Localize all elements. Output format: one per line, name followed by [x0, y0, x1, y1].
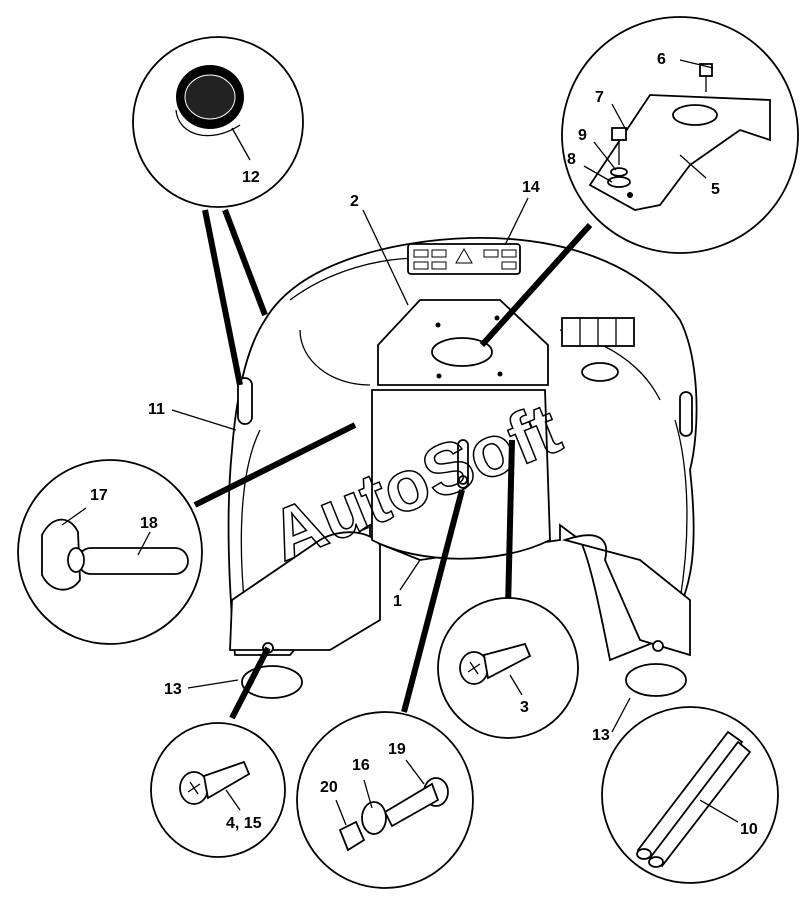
callout-16: 16: [352, 757, 370, 774]
callout-4-15: 4, 15: [226, 815, 262, 832]
callout-10: 10: [740, 821, 758, 838]
blade-icon: [413, 261, 429, 270]
detail-circle-4-15: [150, 722, 286, 858]
callout-18: 18: [140, 515, 158, 532]
callout-6: 6: [657, 51, 666, 68]
callout-20: 20: [320, 779, 338, 796]
callout-7: 7: [595, 89, 604, 106]
callout-2: 2: [350, 193, 359, 210]
callout-13-right: 13: [592, 727, 610, 744]
parking-icon: [501, 261, 517, 270]
callout-3: 3: [520, 699, 529, 716]
callout-17: 17: [90, 487, 108, 504]
detail-circle-3: [437, 597, 579, 739]
callout-19: 19: [388, 741, 406, 758]
callout-12: 12: [242, 169, 260, 186]
callout-1: 1: [393, 593, 402, 610]
warning-icon: [455, 247, 473, 264]
detail-circle-12: [132, 36, 304, 208]
fuel-icon: [483, 249, 499, 258]
callout-14: 14: [522, 179, 540, 196]
speed-icon: [431, 261, 447, 270]
callout-8: 8: [567, 151, 576, 168]
fender-body: [227, 237, 698, 699]
detail-leaders: [193, 208, 593, 720]
detail-circle-bracket: [561, 16, 799, 254]
callout-labels: 1 2 3 4, 15 5 6 7 8 9 10 11 12 13 13 14 …: [90, 51, 758, 838]
main-leaders: [171, 197, 631, 733]
callout-9: 9: [578, 127, 587, 144]
detail-circle-10: [601, 706, 779, 884]
callout-13-left: 13: [164, 681, 182, 698]
detail-circle-17-18: [17, 459, 203, 645]
lock-icon: [431, 249, 447, 258]
seat-icon: [413, 249, 429, 258]
callout-5: 5: [711, 181, 720, 198]
indicator-panel: [407, 243, 521, 275]
detail-circle-16-19-20: [296, 711, 474, 889]
callout-11: 11: [148, 401, 165, 418]
battery-icon: [501, 249, 517, 258]
